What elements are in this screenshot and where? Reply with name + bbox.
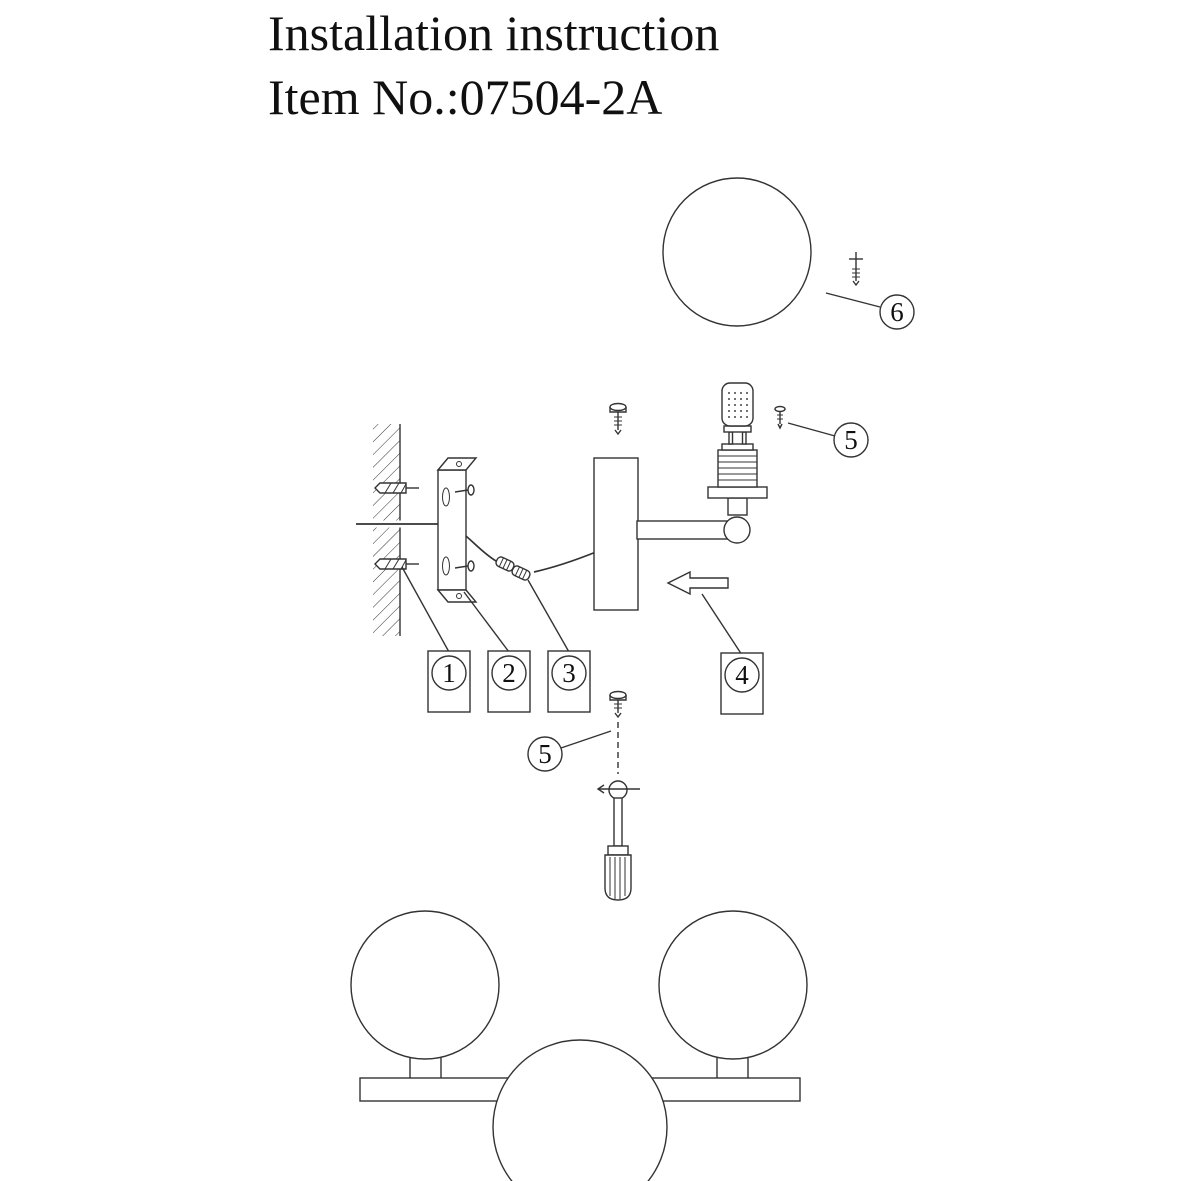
- leader-line-3: [527, 579, 570, 653]
- insert-direction-arrow-icon: [666, 570, 729, 596]
- glass-globe: [662, 177, 812, 327]
- bracket-hole-bottom: [456, 593, 462, 599]
- callout-6-number: 6: [890, 297, 904, 327]
- leader-line-5-bottom: [560, 730, 612, 749]
- screw-icon-bottom: [609, 690, 627, 719]
- leader-line-1: [401, 566, 450, 653]
- callout-4: 4: [720, 652, 764, 715]
- wire-curve-right: [533, 551, 597, 573]
- callout-1: 1: [427, 650, 471, 713]
- right-globe: [658, 910, 808, 1060]
- leader-lines: [401, 566, 743, 656]
- bracket-screw-top-icon: [454, 484, 475, 496]
- leader-line-6: [825, 292, 881, 308]
- bracket-screw-bottom-icon: [454, 560, 475, 572]
- assembled-fixture: [350, 910, 808, 1181]
- wall-anchor-top-icon: [374, 482, 419, 494]
- callout-5-bottom: 5: [527, 730, 612, 772]
- callout-6: 6: [879, 294, 915, 330]
- callout-2-number: 2: [502, 658, 516, 688]
- document-title: Installation instruction: [268, 5, 720, 61]
- callout-2: 2: [487, 650, 531, 713]
- callout-5-top: 5: [787, 422, 869, 458]
- canopy-body: [593, 457, 639, 611]
- bulb-socket-assembly: [636, 382, 768, 544]
- g9-bulb-icon: [721, 382, 754, 445]
- screw-icon-canopy-top: [609, 402, 627, 436]
- callout-5-top-number: 5: [844, 425, 858, 455]
- bracket-hole-top: [456, 461, 462, 467]
- left-globe: [350, 910, 500, 1060]
- screwdriver-icon: [596, 780, 640, 901]
- screw-icon-5: [774, 405, 786, 430]
- callout-5-bottom-number: 5: [538, 739, 552, 769]
- screwdriver-shaft: [613, 797, 623, 847]
- upper-globe-diagram: 6: [662, 177, 915, 330]
- fixture-arm: [636, 516, 751, 544]
- callout-3: 3: [547, 650, 591, 713]
- leader-line-5-top: [787, 422, 836, 437]
- wall-section: [373, 424, 419, 636]
- mounting-bracket: [436, 457, 478, 603]
- leader-line-4: [701, 593, 743, 656]
- callout-3-number: 3: [562, 658, 576, 688]
- lamp-socket-icon: [707, 443, 768, 516]
- screwdriver-handle: [604, 854, 632, 901]
- leader-line-2: [463, 591, 510, 653]
- wall-anchor-bottom-icon: [374, 558, 419, 570]
- item-number: Item No.:07504-2A: [268, 69, 663, 125]
- bracket-slot-top: [442, 487, 450, 507]
- center-globe: [492, 1039, 668, 1181]
- wall-hatching: [373, 424, 400, 636]
- ball-joint: [723, 516, 751, 544]
- rotation-arrow-icon: [596, 780, 640, 800]
- wire-connector-icons: [495, 556, 531, 581]
- screw-icon-6: [849, 252, 863, 287]
- callout-4-number: 4: [735, 660, 749, 690]
- callout-1-number: 1: [442, 658, 456, 688]
- arm-tube: [636, 520, 728, 540]
- bracket-plate: [437, 469, 467, 591]
- canopy-group: [593, 402, 639, 611]
- screwdriver-ferrule: [607, 845, 629, 856]
- bracket-slot-bottom: [442, 556, 450, 576]
